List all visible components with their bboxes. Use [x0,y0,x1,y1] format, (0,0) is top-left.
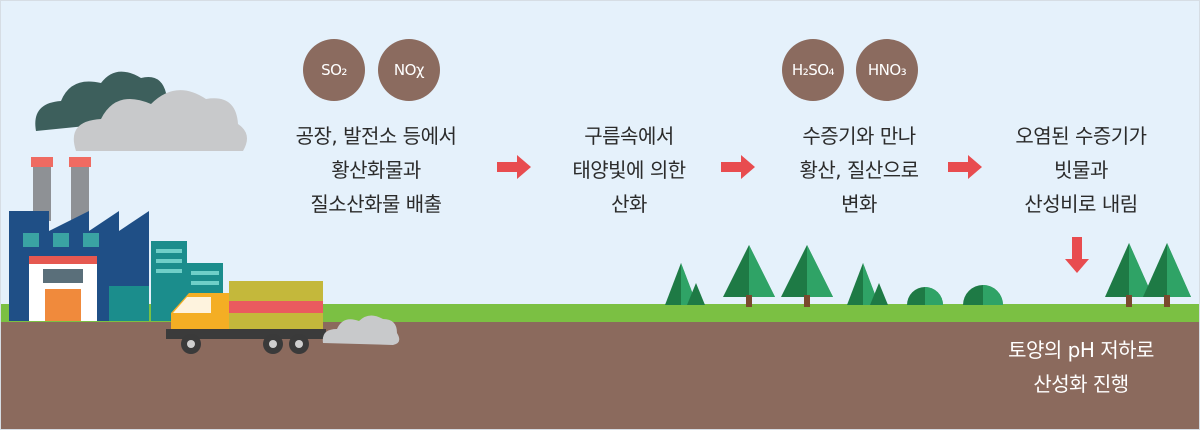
chemical-badge-h2so4: H₂SO₄ [782,39,844,101]
step-emission-text: 공장, 발전소 등에서 황산화물과 질소산화물 배출 [295,124,457,216]
tree-icon [665,243,1191,307]
step-acid-rain-text: 오염된 수증기가 빗물과 산성비로 내림 [1015,124,1147,216]
step-conversion-text: 수증기와 만나 황산, 질산으로 변화 [799,124,919,216]
soil-acidification-text: 토양의 pH 저하로 산성화 진행 [1008,338,1154,396]
right-arrow-icon [721,155,755,179]
chemical-badge-so2: SO₂ [303,39,365,101]
step-oxidation-text: 구름속에서 태양빛에 의한 산화 [572,124,686,216]
right-arrow-icon [497,155,531,179]
right-arrow-icon [948,155,982,179]
bush-icon [907,285,1003,305]
chemical-badge-hno3: HNO₃ [856,39,918,101]
down-arrow-icon [1065,237,1089,273]
truck-icon [166,281,326,354]
chemical-badge-nox: NOχ [378,39,440,101]
smoke-cloud-icon [35,71,248,151]
factory-icon [9,157,223,321]
smoke-cloud-icon [322,315,400,345]
